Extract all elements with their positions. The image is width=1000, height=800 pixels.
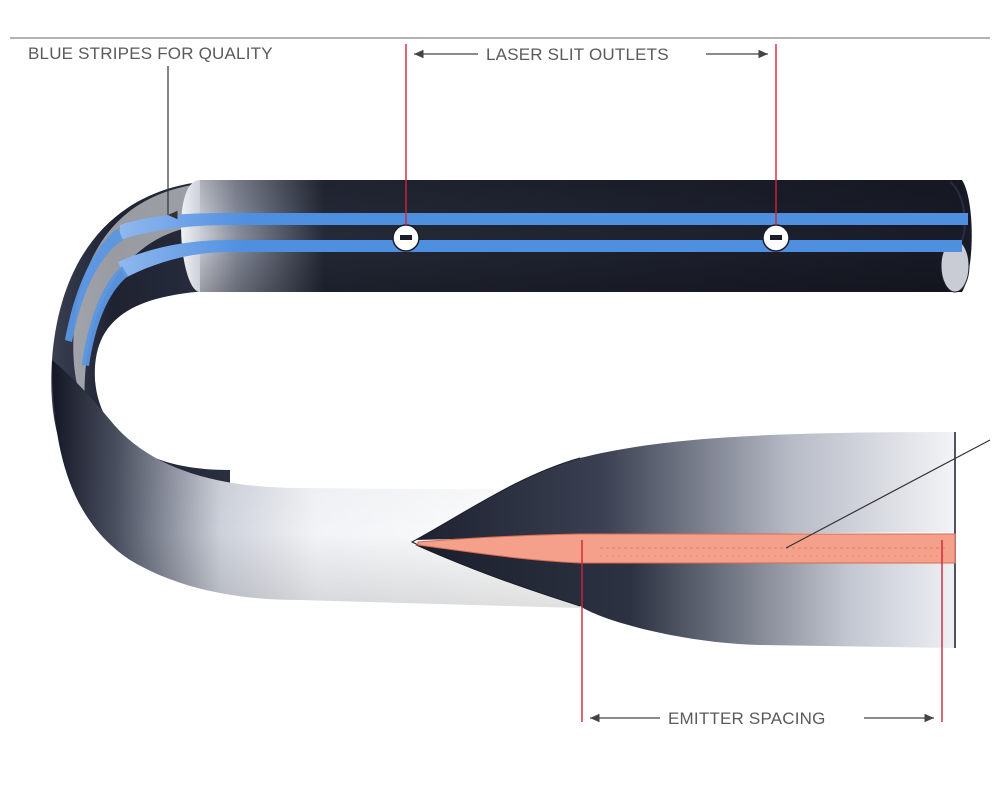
drip-tape bbox=[51, 180, 971, 648]
emitter-flap-upper bbox=[415, 432, 955, 540]
label-laser-slit-outlets: LASER SLIT OUTLETS bbox=[486, 45, 669, 64]
outlet-hole-icon bbox=[763, 225, 789, 251]
label-emitter-spacing: EMITTER SPACING bbox=[668, 709, 826, 728]
label-blue-stripes: BLUE STRIPES FOR QUALITY bbox=[28, 44, 273, 63]
outlet-hole-icon bbox=[393, 225, 419, 251]
